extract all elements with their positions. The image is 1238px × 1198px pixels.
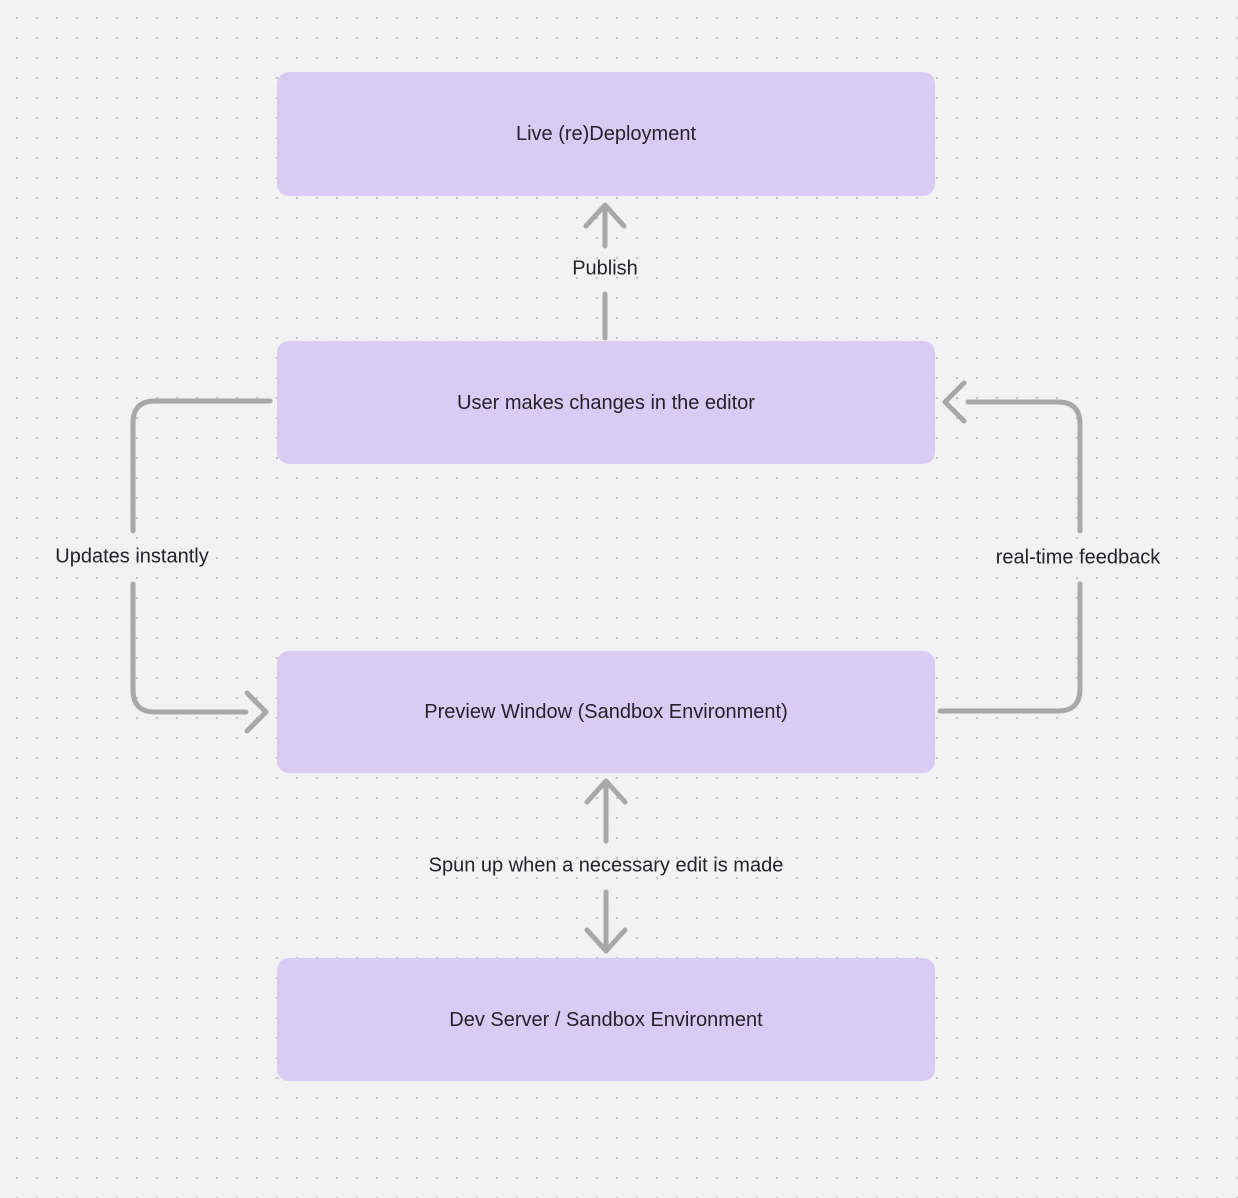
- updates-instantly-curve-upper: [130, 398, 273, 534]
- node-dev-server-label: Dev Server / Sandbox Environment: [449, 1008, 763, 1031]
- node-dev-server: Dev Server / Sandbox Environment: [277, 958, 935, 1081]
- node-live-redeployment-label: Live (re)Deployment: [515, 123, 697, 145]
- realtime-feedback-arrowhead-left-icon: [942, 380, 967, 424]
- node-user-makes-changes: User makes changes in the editor: [277, 341, 935, 464]
- edge-label-spun-up: Spun up when a necessary edit is made: [428, 854, 784, 877]
- node-user-makes-changes-label: User makes changes in the editor: [457, 391, 755, 414]
- updates-instantly-curve-lower: [130, 581, 249, 715]
- updates-instantly-arrowhead-right-icon: [244, 690, 269, 734]
- edge-label-updates-instantly: Updates instantly: [55, 545, 209, 568]
- edge-label-publish: Publish: [572, 257, 638, 280]
- publish-arrowhead-up-icon: [583, 202, 627, 229]
- edge-label-realtime-feedback: real-time feedback: [995, 546, 1161, 569]
- realtime-feedback-curve-upper: [965, 399, 1083, 534]
- node-preview-window-label: Preview Window (Sandbox Environment): [424, 701, 788, 723]
- spun-up-arrowhead-up-icon: [584, 778, 628, 805]
- spun-up-arrowhead-down-icon: [584, 927, 628, 954]
- node-live-redeployment: Live (re)Deployment: [277, 72, 935, 196]
- node-preview-window: Preview Window (Sandbox Environment): [277, 651, 935, 773]
- realtime-feedback-curve-lower: [937, 581, 1083, 714]
